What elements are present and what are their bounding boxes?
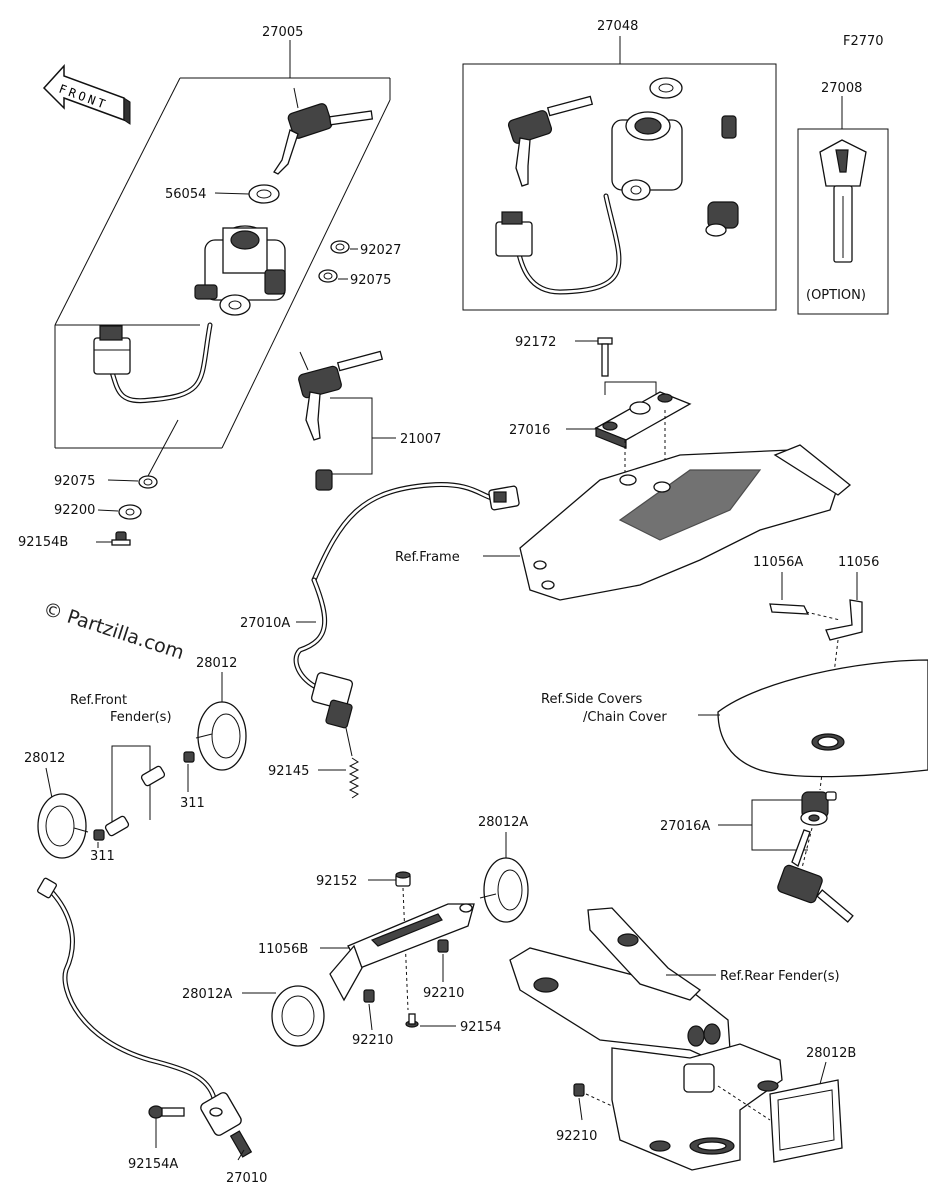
- reflector-28012A-right-icon: [479, 857, 529, 923]
- label-92152: 92152: [316, 874, 357, 889]
- label-311-right: 311: [180, 796, 205, 811]
- label-28012B: 28012B: [806, 1046, 856, 1061]
- label-27016: 27016: [509, 423, 550, 438]
- side-cover-icon: [717, 659, 928, 778]
- label-311-left: 311: [90, 849, 115, 864]
- label-27010A: 27010A: [240, 616, 290, 631]
- label-92210-bottom: 92210: [556, 1129, 597, 1144]
- key-lock-21007-icon: [298, 350, 384, 491]
- label-ref-front-fender-2: Fender(s): [110, 710, 172, 725]
- label-21007: 21007: [400, 432, 441, 447]
- label-ref-frame: Ref.Frame: [395, 550, 460, 565]
- label-ref-front-fender-1: Ref.Front: [70, 693, 127, 708]
- label-92075-bottom: 92075: [54, 474, 95, 489]
- label-27005: 27005: [262, 25, 303, 40]
- rear-fender-icon: [509, 907, 783, 1171]
- reflector-28012A-left-icon: [271, 985, 325, 1047]
- ignition-switch-27048-icon: [507, 77, 739, 237]
- label-92075-top: 92075: [350, 273, 391, 288]
- watermark: © Partzilla.com: [40, 598, 186, 664]
- label-ref-side-covers-2: /Chain Cover: [583, 710, 667, 725]
- nut-92210-icon: [363, 939, 585, 1097]
- screw-92154A-icon: [148, 1105, 185, 1119]
- washer-56054-icon: [248, 184, 280, 204]
- spring-92145-icon: [348, 757, 360, 799]
- washer-92075-icon: [318, 269, 338, 283]
- reflector-28012B-icon: [769, 1079, 843, 1163]
- label-27008: 27008: [821, 81, 862, 96]
- key-set-icon: [273, 87, 374, 175]
- label-92172: 92172: [515, 335, 556, 350]
- switch-27010A-icon: [310, 485, 520, 757]
- reflector-28012-right-icon: [195, 701, 247, 771]
- label-11056: 11056: [838, 555, 879, 570]
- label-28012-left: 28012: [24, 751, 65, 766]
- bracket-11056B-icon: [329, 903, 475, 1002]
- label-28012A-top: 28012A: [478, 815, 528, 830]
- key-27008-icon: [819, 139, 867, 263]
- label-28012-top: 28012: [196, 656, 237, 671]
- label-92210-right: 92210: [423, 986, 464, 1001]
- ignition-switch-icon: [194, 225, 286, 316]
- label-92145: 92145: [268, 764, 309, 779]
- label-92027: 92027: [360, 243, 401, 258]
- label-92210-left: 92210: [352, 1033, 393, 1048]
- label-92200: 92200: [54, 503, 95, 518]
- seat-lock-27016A-icon: [777, 791, 854, 923]
- assembly-27005-outline: [54, 40, 391, 449]
- screw-92154B-icon: [111, 531, 131, 546]
- nut-311-icon: [93, 751, 195, 841]
- screw-92154-icon: [405, 1013, 419, 1028]
- label-28012A-left: 28012A: [182, 987, 232, 1002]
- label-92154: 92154: [460, 1020, 501, 1035]
- washer-92200-icon: [118, 504, 142, 520]
- washer-92075-bottom-icon: [138, 475, 158, 489]
- option-label: (OPTION): [806, 288, 866, 303]
- label-27010: 27010: [226, 1171, 267, 1186]
- label-11056A: 11056A: [753, 555, 803, 570]
- front-arrow-icon: FRONT: [42, 64, 131, 125]
- reflector-28012-left-icon: [37, 793, 89, 859]
- label-27016A: 27016A: [660, 819, 710, 834]
- label-ref-rear-fender: Ref.Rear Fender(s): [720, 969, 840, 984]
- diagram-code: F2770: [843, 34, 884, 49]
- connector-27005-icon: [93, 325, 131, 375]
- switch-27010-icon: [200, 1092, 253, 1158]
- option-key-box: [797, 128, 889, 315]
- label-11056B: 11056B: [258, 942, 308, 957]
- label-27048: 27048: [597, 19, 638, 34]
- washer-92027-icon: [330, 240, 350, 254]
- bracket-27016-icon: [594, 391, 692, 449]
- label-92154A: 92154A: [128, 1157, 178, 1172]
- clip-11056-icon: [825, 599, 863, 641]
- connector-27010-icon: [37, 877, 57, 899]
- clip-11056A-icon: [769, 603, 810, 615]
- label-92154B: 92154B: [18, 535, 68, 550]
- connector-27048-icon: [495, 211, 533, 257]
- stud-front-icon: [104, 765, 166, 837]
- label-56054: 56054: [165, 187, 206, 202]
- label-ref-side-covers-1: Ref.Side Covers: [541, 692, 643, 707]
- bolt-92172-icon: [597, 337, 613, 377]
- frame-icon: [519, 444, 852, 601]
- collar-92152-icon: [395, 871, 411, 887]
